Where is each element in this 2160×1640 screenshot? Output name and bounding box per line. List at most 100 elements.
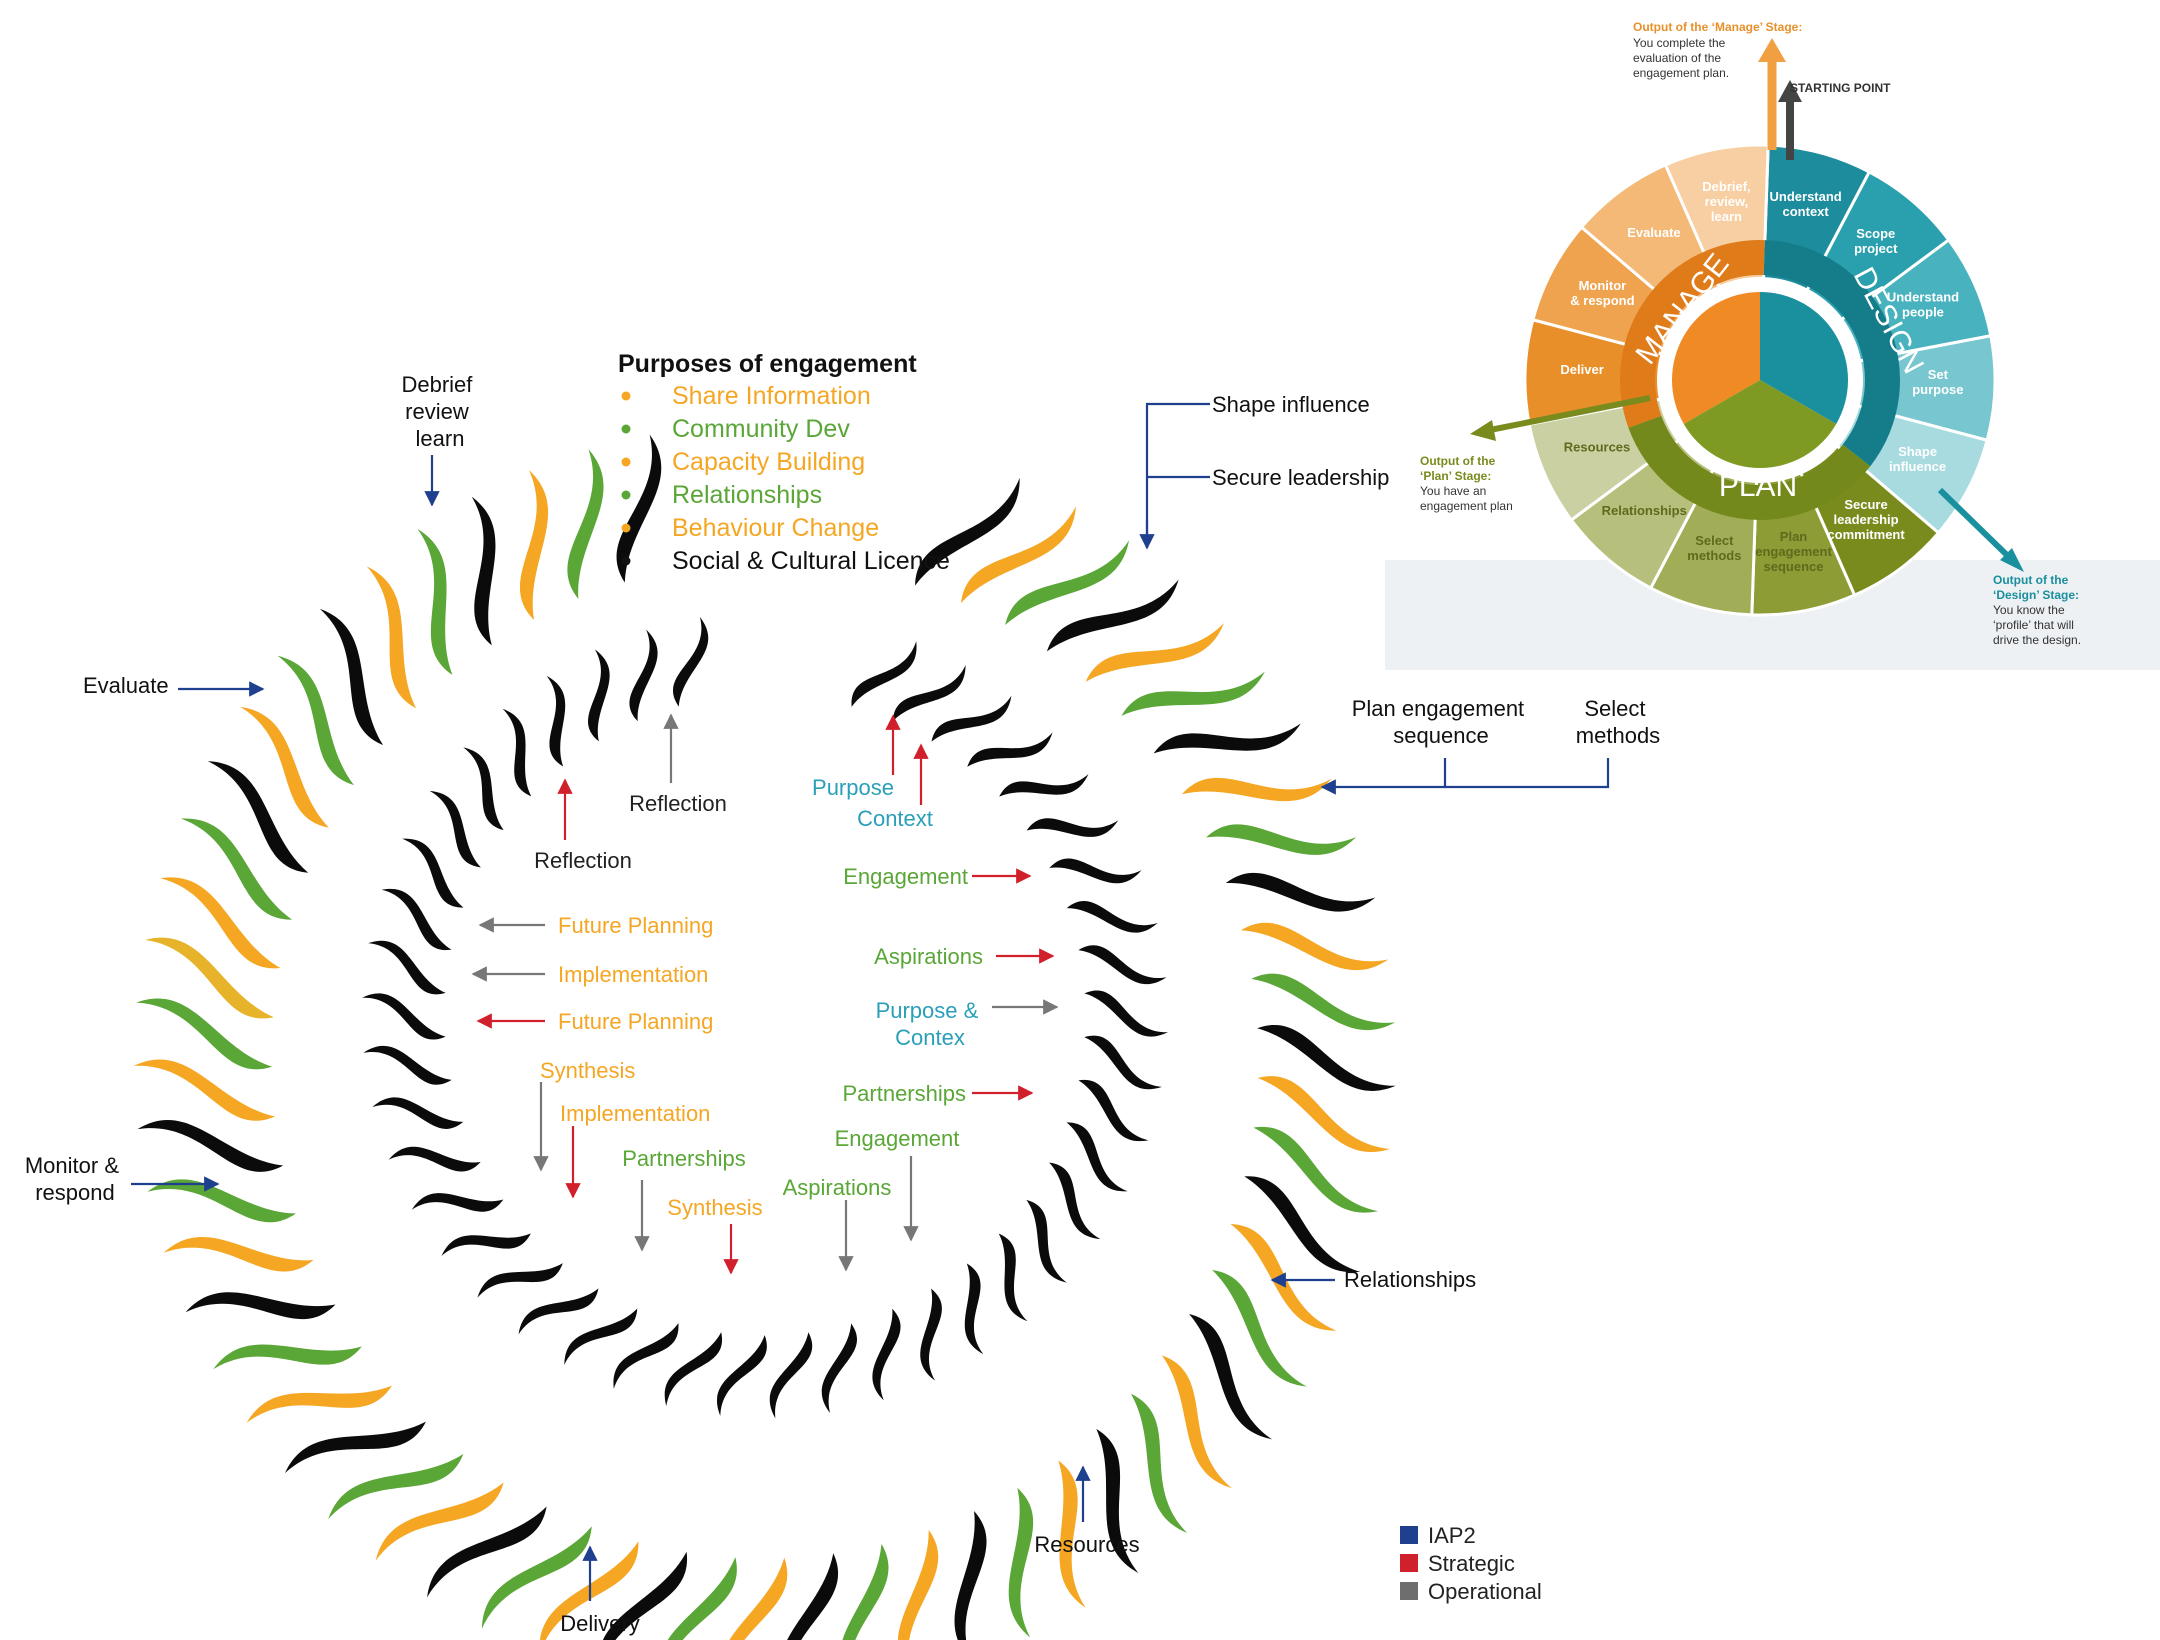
leaf bbox=[481, 1526, 592, 1629]
leaf bbox=[999, 774, 1089, 797]
plan-stage-label: PLAN bbox=[1719, 470, 1797, 503]
design-output-text: You know the ‘profile’ that will drive t… bbox=[1993, 603, 2081, 647]
leaf bbox=[892, 665, 966, 722]
leaf bbox=[718, 1557, 788, 1640]
inset-segment-label: Monitor& respond bbox=[1570, 278, 1634, 308]
monitor-label: Monitor & respond bbox=[25, 1153, 125, 1205]
inner-arrows bbox=[471, 713, 1059, 1275]
purpose-contex-label: Purpose & Contex bbox=[876, 998, 985, 1050]
leaf bbox=[207, 761, 309, 873]
leaf bbox=[1049, 1162, 1101, 1240]
outer-leaf-ring bbox=[133, 434, 1396, 1640]
leaf bbox=[588, 649, 610, 742]
inset-segment-label: Evaluate bbox=[1627, 225, 1680, 240]
leaf bbox=[839, 1543, 889, 1640]
leaf bbox=[1078, 945, 1167, 984]
leaf bbox=[629, 629, 658, 722]
leaf bbox=[1251, 973, 1396, 1030]
reflection-top-label: Reflection bbox=[629, 791, 727, 816]
starting-point-label: STARTING POINT bbox=[1790, 81, 1891, 95]
delivery-label: Delivery bbox=[560, 1611, 639, 1636]
leaf bbox=[429, 790, 481, 868]
future-planning-1-label: Future Planning bbox=[558, 913, 713, 938]
leaf bbox=[546, 675, 566, 767]
leaf bbox=[967, 732, 1053, 767]
leaf bbox=[240, 706, 329, 828]
leaf bbox=[417, 528, 453, 675]
aspirations-right-label: Aspirations bbox=[874, 944, 983, 969]
leaf bbox=[381, 888, 452, 950]
leaf bbox=[1257, 1025, 1396, 1091]
leaf bbox=[372, 1097, 464, 1129]
leaf bbox=[213, 1344, 362, 1370]
leaf bbox=[375, 1482, 504, 1561]
manage-output-text: You complete the evaluation of the engag… bbox=[1633, 36, 1729, 80]
leaf bbox=[1189, 1314, 1272, 1440]
leaf bbox=[402, 838, 464, 908]
leaf bbox=[1084, 990, 1168, 1037]
leaf bbox=[1078, 1080, 1149, 1142]
leaf bbox=[328, 1453, 464, 1520]
design-output-arrow bbox=[1937, 487, 2013, 561]
leaf bbox=[477, 1263, 563, 1298]
leaf bbox=[133, 1059, 276, 1121]
purpose-label: Purpose bbox=[812, 775, 894, 800]
engagement-bottom-label: Engagement bbox=[835, 1126, 960, 1151]
leaf bbox=[673, 616, 709, 707]
leaf bbox=[502, 708, 532, 797]
purpose-item: Behaviour Change bbox=[672, 514, 879, 542]
outer-arrows bbox=[131, 402, 1610, 1601]
leaf bbox=[1153, 723, 1301, 754]
purpose-bullet bbox=[621, 457, 631, 467]
leaf bbox=[136, 998, 273, 1070]
leaf bbox=[411, 1193, 504, 1212]
leaf bbox=[1181, 777, 1332, 802]
leaf bbox=[441, 1233, 531, 1256]
leaf bbox=[1085, 623, 1224, 682]
leaf bbox=[147, 1179, 296, 1223]
leaf bbox=[821, 1323, 857, 1414]
inner-labels: Reflection Reflection Purpose Context En… bbox=[534, 775, 985, 1220]
inset-segment-label: Resources bbox=[1564, 440, 1630, 455]
leaf bbox=[518, 1288, 599, 1335]
resources-label: Resources bbox=[1034, 1532, 1139, 1557]
legend-label-strategic: Strategic bbox=[1428, 1551, 1515, 1576]
leaf bbox=[897, 1529, 939, 1640]
core-manage bbox=[1672, 292, 1760, 424]
leaf bbox=[1130, 1393, 1188, 1534]
leaf bbox=[1096, 1428, 1139, 1573]
leaf bbox=[1206, 824, 1357, 855]
plan-output-arrowhead bbox=[1470, 420, 1496, 441]
purpose-item: Relationships bbox=[672, 481, 822, 509]
purpose-item: Social & Cultural Licence bbox=[672, 547, 950, 575]
manage-arc bbox=[1619, 239, 1765, 428]
synthesis-bottom-label: Synthesis bbox=[667, 1195, 762, 1220]
leaf bbox=[851, 641, 917, 707]
purpose-item: Community Dev bbox=[672, 415, 850, 443]
purpose-bullet bbox=[621, 424, 631, 434]
inset-segment-label: Debrief,review,learn bbox=[1702, 179, 1750, 224]
evaluate-label: Evaluate bbox=[83, 673, 169, 698]
purpose-bullet bbox=[621, 556, 631, 566]
select-methods-label: Select methods bbox=[1576, 696, 1660, 748]
inset-segment-label: Deliver bbox=[1560, 362, 1603, 377]
reflection-left-label: Reflection bbox=[534, 848, 632, 873]
legend-swatch-strategic bbox=[1400, 1554, 1418, 1572]
leaf bbox=[181, 818, 293, 920]
leaf bbox=[246, 1385, 392, 1423]
leaf bbox=[388, 1146, 481, 1172]
purposes-legend: Purposes of engagement Share Information… bbox=[618, 350, 950, 575]
future-planning-2-label: Future Planning bbox=[558, 1009, 713, 1034]
plan-sequence-label: Plan engagement sequence bbox=[1352, 696, 1531, 748]
legend-label-operational: Operational bbox=[1428, 1579, 1542, 1604]
leaf bbox=[1026, 1199, 1067, 1283]
leaf bbox=[779, 1553, 839, 1640]
leaf bbox=[1253, 1126, 1379, 1213]
